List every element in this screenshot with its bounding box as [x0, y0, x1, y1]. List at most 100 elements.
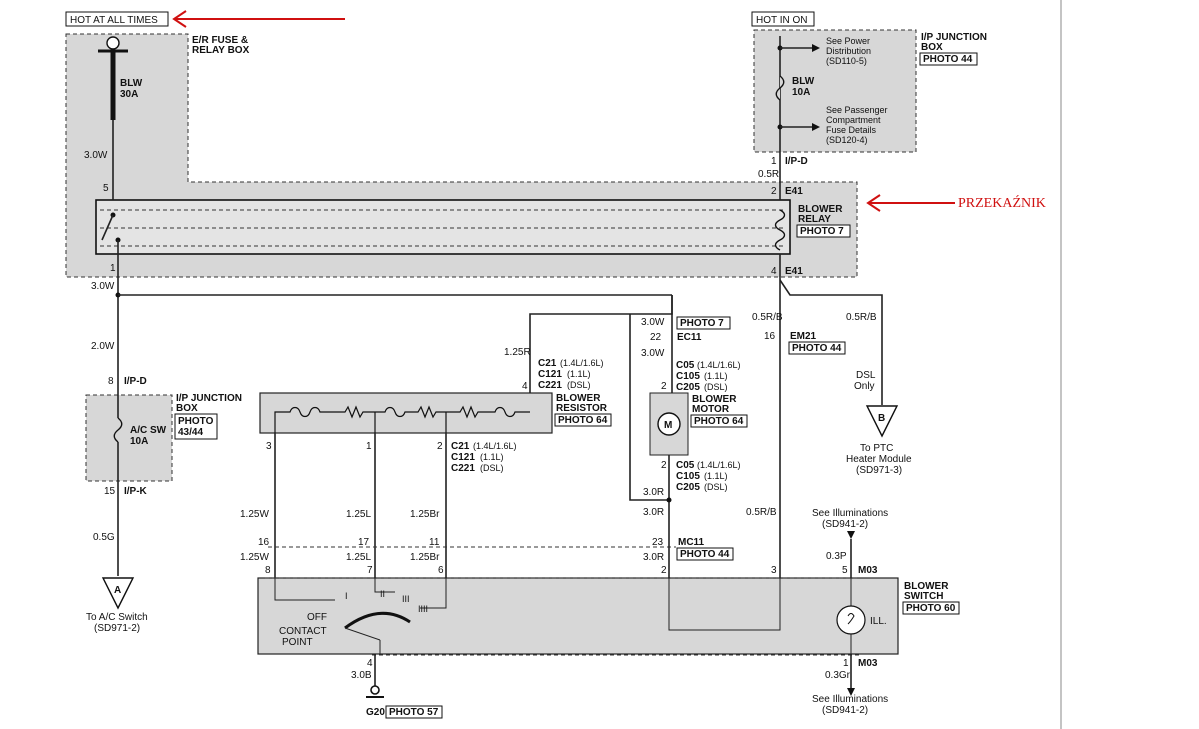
svg-text:See Passenger: See Passenger: [826, 105, 888, 115]
svg-text:C05: C05: [676, 360, 695, 371]
svg-text:30A: 30A: [120, 89, 138, 100]
svg-text:BLOWER: BLOWER: [904, 581, 949, 592]
svg-text:2.0W: 2.0W: [91, 341, 115, 352]
svg-text:M03: M03: [858, 565, 878, 576]
svg-text:17: 17: [358, 537, 370, 548]
svg-text:PHOTO 57: PHOTO 57: [389, 707, 439, 718]
svg-text:C121: C121: [538, 369, 562, 380]
svg-text:OFF: OFF: [307, 612, 327, 623]
svg-text:23: 23: [652, 537, 664, 548]
svg-text:C221: C221: [451, 463, 475, 474]
svg-text:0.3P: 0.3P: [826, 551, 847, 562]
svg-text:6: 6: [438, 565, 444, 576]
resistor-network: [274, 405, 530, 433]
svg-text:A/C SW: A/C SW: [130, 425, 167, 436]
svg-text:B: B: [878, 413, 885, 424]
svg-text:I/P JUNCTION: I/P JUNCTION: [921, 32, 987, 43]
svg-text:See Illuminations: See Illuminations: [812, 508, 888, 519]
svg-text:2: 2: [771, 186, 777, 197]
svg-text:0.5R: 0.5R: [758, 169, 779, 180]
przekaznik-label: PRZEKAŹNIK: [958, 194, 1046, 211]
svg-text:C205: C205: [676, 482, 700, 493]
svg-text:III: III: [402, 594, 410, 604]
svg-text:(1.4L/1.6L): (1.4L/1.6L): [560, 358, 604, 368]
svg-text:3.0B: 3.0B: [351, 670, 372, 681]
svg-text:PHOTO: PHOTO: [178, 416, 214, 427]
svg-text:Only: Only: [854, 381, 875, 392]
svg-text:PHOTO 44: PHOTO 44: [923, 54, 973, 65]
svg-text:(SD971-3): (SD971-3): [856, 465, 902, 476]
svg-text:C121: C121: [451, 452, 475, 463]
svg-text:CONTACT: CONTACT: [279, 626, 327, 637]
svg-text:(1.4L/1.6L): (1.4L/1.6L): [473, 441, 517, 451]
svg-text:1: 1: [366, 441, 372, 452]
svg-text:BLOWER: BLOWER: [798, 204, 843, 215]
svg-text:PHOTO 64: PHOTO 64: [694, 416, 744, 427]
ground-symbol: [370, 685, 380, 695]
svg-text:RESISTOR: RESISTOR: [556, 403, 608, 414]
svg-text:1.25W: 1.25W: [240, 509, 269, 520]
svg-text:3.0W: 3.0W: [641, 348, 665, 359]
svg-text:C105: C105: [676, 471, 700, 482]
svg-text:(DSL): (DSL): [567, 380, 591, 390]
svg-text:To A/C Switch: To A/C Switch: [86, 612, 148, 623]
svg-text:8: 8: [265, 565, 271, 576]
svg-text:(1.1L): (1.1L): [567, 369, 591, 379]
svg-text:Compartment: Compartment: [826, 115, 881, 125]
hot-at-all-times-label: HOT AT ALL TIMES: [70, 15, 158, 26]
svg-text:43/44: 43/44: [178, 427, 203, 438]
fuse-ac-sw-10a: [113, 417, 123, 443]
svg-text:G20: G20: [366, 707, 385, 718]
svg-text:PHOTO 7: PHOTO 7: [680, 318, 724, 329]
svg-text:16: 16: [258, 537, 270, 548]
svg-text:BLW: BLW: [120, 78, 143, 89]
svg-text:See Illuminations: See Illuminations: [812, 694, 888, 705]
svg-text:1.25R: 1.25R: [504, 347, 531, 358]
svg-text:10A: 10A: [130, 436, 148, 447]
svg-text:RELAY: RELAY: [798, 214, 831, 225]
svg-text:3.0R: 3.0R: [643, 487, 664, 498]
svg-text:3: 3: [266, 441, 272, 452]
blower-switch-box: [257, 577, 899, 655]
svg-text:I: I: [345, 591, 348, 601]
svg-text:C05: C05: [676, 460, 695, 471]
svg-text:ILL.: ILL.: [870, 616, 887, 627]
svg-text:Distribution: Distribution: [826, 46, 871, 56]
svg-text:5: 5: [842, 565, 848, 576]
svg-text:II: II: [380, 589, 385, 599]
svg-text:POINT: POINT: [282, 637, 313, 648]
svg-text:1.25Br: 1.25Br: [410, 552, 440, 563]
blower-resistor-box: [259, 392, 553, 434]
svg-text:C221: C221: [538, 380, 562, 391]
svg-text:IIII: IIII: [418, 604, 428, 614]
svg-text:1.25W: 1.25W: [240, 552, 269, 563]
svg-text:10A: 10A: [792, 87, 810, 98]
svg-text:EC11: EC11: [677, 332, 702, 343]
svg-text:BLOWER: BLOWER: [556, 393, 601, 404]
svg-text:(SD941-2): (SD941-2): [822, 705, 868, 716]
blower-relay-box: [95, 199, 791, 255]
svg-text:BLW: BLW: [792, 76, 815, 87]
svg-text:0.3Gr: 0.3Gr: [825, 670, 851, 681]
svg-text:(SD120-4): (SD120-4): [826, 135, 868, 145]
svg-text:(1.1L): (1.1L): [704, 371, 728, 381]
svg-text:Fuse Details: Fuse Details: [826, 125, 877, 135]
svg-text:To PTC: To PTC: [860, 443, 893, 454]
svg-text:(SD971-2): (SD971-2): [94, 623, 140, 634]
svg-text:M03: M03: [858, 658, 878, 669]
svg-text:RELAY BOX: RELAY BOX: [192, 45, 250, 56]
svg-text:1: 1: [771, 156, 777, 167]
hot-at-all-times-box: [65, 11, 169, 27]
hot-in-on-box: [751, 11, 815, 27]
battery-terminal: [106, 36, 120, 50]
svg-text:MC11: MC11: [678, 537, 705, 548]
svg-text:PHOTO 60: PHOTO 60: [906, 603, 956, 614]
svg-text:(1.4L/1.6L): (1.4L/1.6L): [697, 360, 741, 370]
svg-text:E/R FUSE &: E/R FUSE &: [192, 35, 248, 46]
svg-text:2: 2: [661, 381, 667, 392]
relay-coil: [774, 209, 786, 251]
svg-text:I/P-K: I/P-K: [124, 486, 148, 497]
svg-text:(1.1L): (1.1L): [480, 452, 504, 462]
svg-text:(DSL): (DSL): [704, 382, 728, 392]
svg-text:I/P-D: I/P-D: [785, 156, 808, 167]
